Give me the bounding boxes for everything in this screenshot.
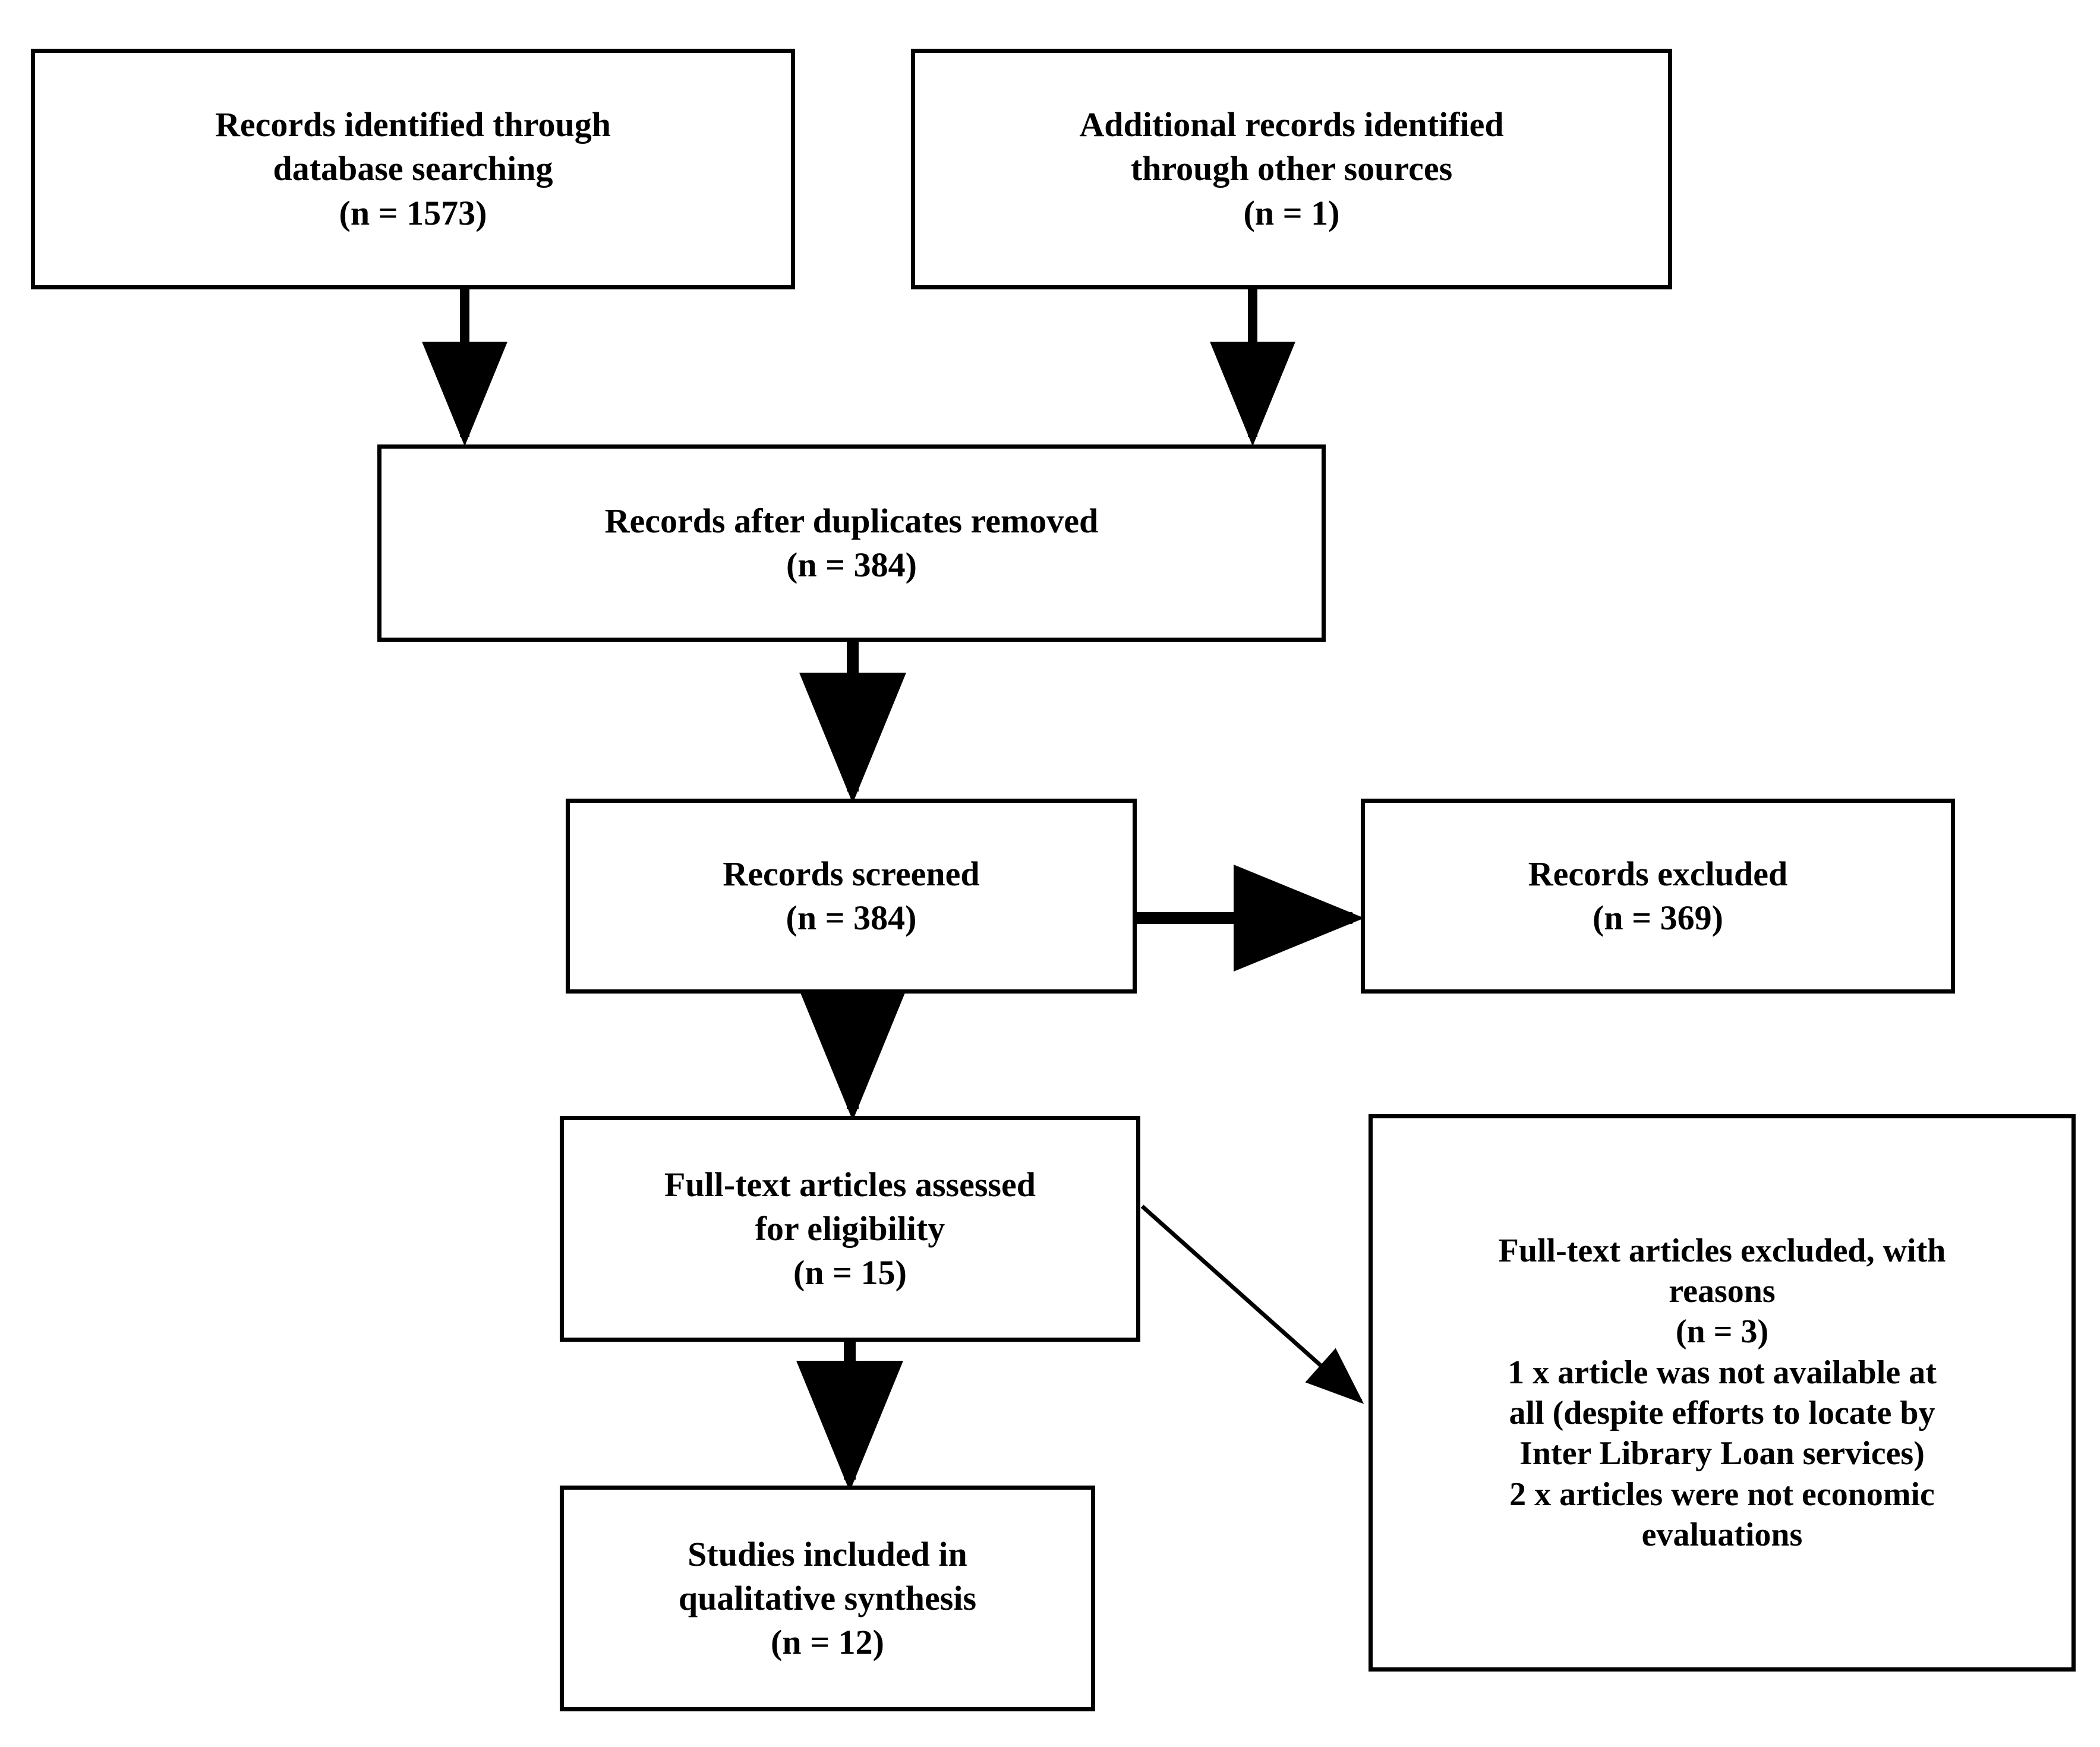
additional-records-other-sources-box: Additional records identified through ot… <box>911 49 1672 289</box>
node-line: qualitative synthesis <box>678 1578 977 1617</box>
node-reason-line: all (despite efforts to locate by <box>1509 1395 1935 1431</box>
node-line: through other sources <box>1130 149 1453 188</box>
studies-included-qualitative-synthesis-box: Studies included in qualitative synthesi… <box>560 1486 1095 1711</box>
node-line: Records identified through <box>215 105 611 144</box>
node-line: for eligibility <box>755 1209 945 1248</box>
node-count: (n = 15) <box>793 1253 907 1292</box>
node-count: (n = 1573) <box>339 193 487 232</box>
full-text-articles-excluded-box: Full-text articles excluded, with reason… <box>1369 1114 2076 1672</box>
node-line: Studies included in <box>688 1534 967 1573</box>
node-line: Records excluded <box>1528 854 1788 893</box>
node-line: database searching <box>273 149 553 188</box>
node-line: Additional records identified <box>1079 105 1504 144</box>
node-line: Full-text articles assessed <box>664 1165 1036 1204</box>
node-count: (n = 12) <box>771 1623 884 1662</box>
node-line: Records screened <box>723 854 980 893</box>
node-count: (n = 369) <box>1593 898 1723 937</box>
node-count: (n = 384) <box>786 898 917 937</box>
edge-fulltext-to-fulltext-excluded <box>1140 1204 1364 1404</box>
full-text-articles-assessed-box: Full-text articles assessed for eligibil… <box>560 1116 1140 1342</box>
records-excluded-box: Records excluded (n = 369) <box>1361 799 1955 994</box>
node-reason-line: 2 x articles were not economic <box>1509 1475 1935 1513</box>
node-count: (n = 384) <box>786 545 917 584</box>
node-reason-line: evaluations <box>1641 1516 1803 1553</box>
node-line: Records after duplicates removed <box>604 501 1099 540</box>
node-reason-line: 1 x article was not available at <box>1508 1354 1937 1391</box>
node-reason-line: Inter Library Loan services) <box>1519 1435 1925 1472</box>
records-after-duplicates-removed-box: Records after duplicates removed (n = 38… <box>377 444 1326 642</box>
node-count: (n = 1) <box>1243 193 1340 232</box>
node-line: Full-text articles excluded, with <box>1498 1232 1946 1269</box>
records-identified-database-searching-box: Records identified through database sear… <box>31 49 795 289</box>
records-screened-box: Records screened (n = 384) <box>566 799 1137 994</box>
node-line: reasons <box>1669 1273 1776 1310</box>
node-count: (n = 3) <box>1675 1313 1769 1351</box>
